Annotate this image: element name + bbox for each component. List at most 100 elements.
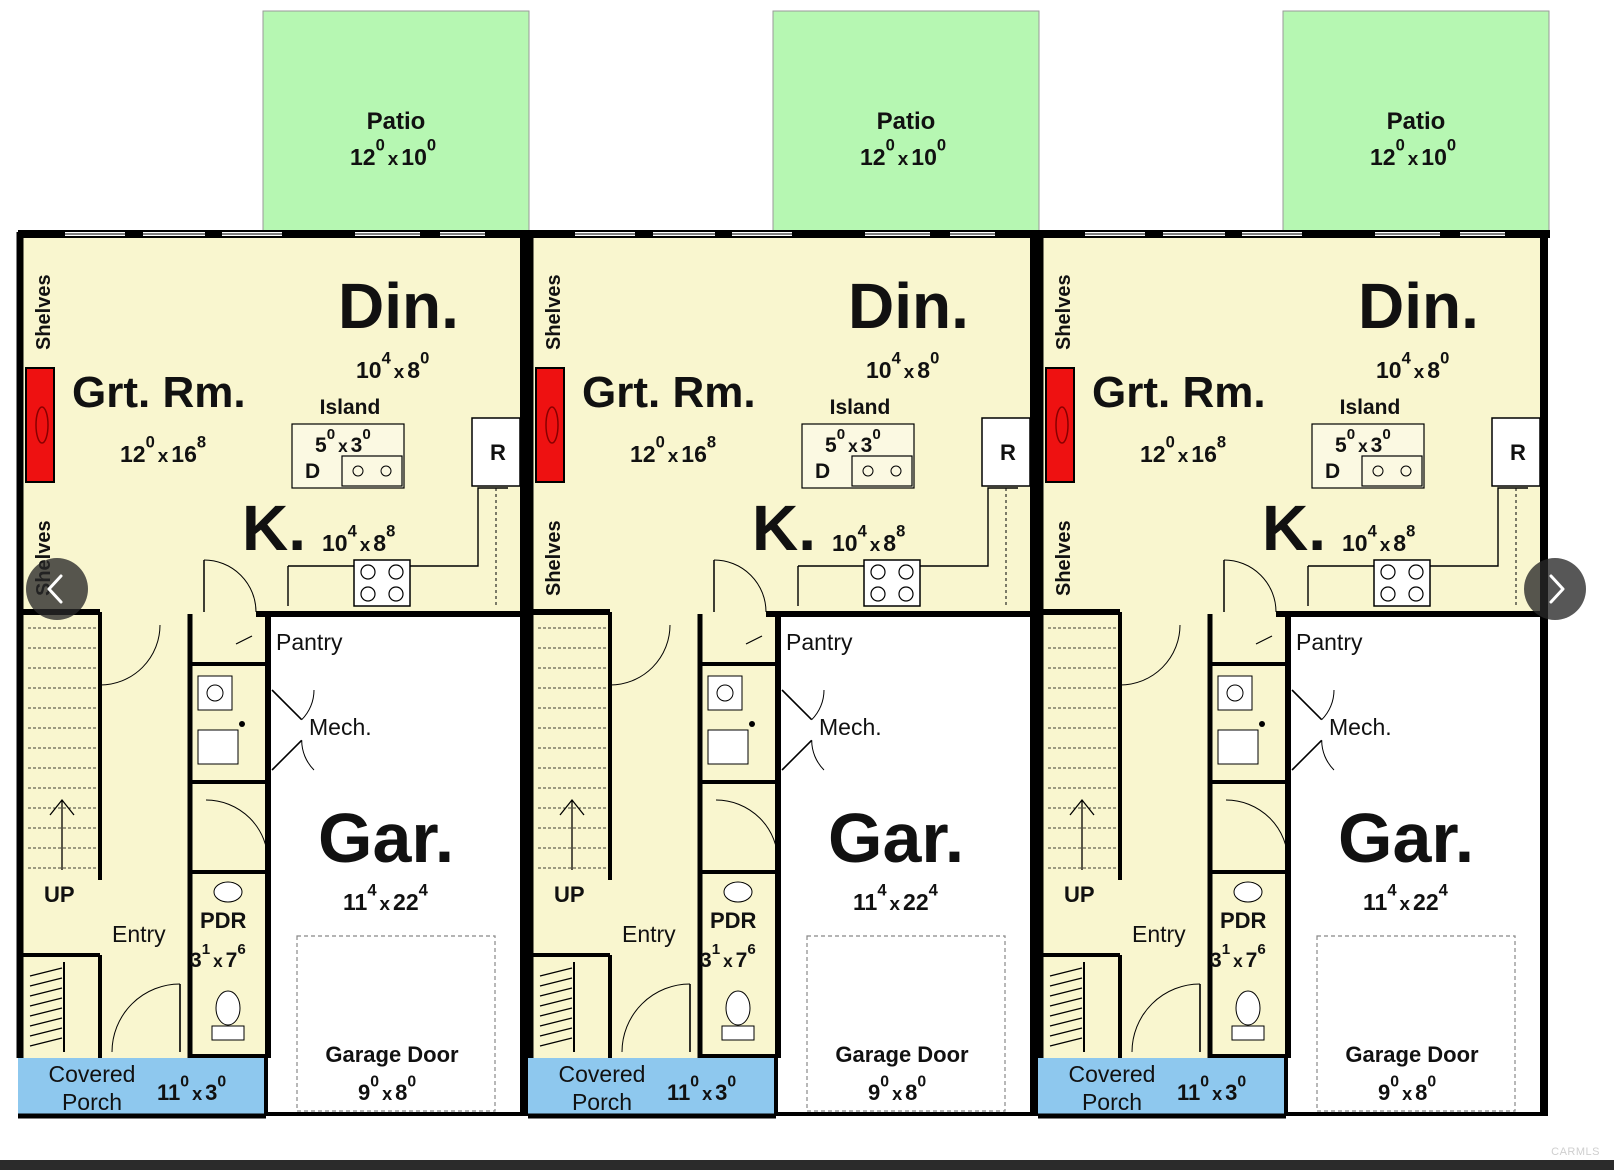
next-image-button[interactable] <box>1524 558 1586 620</box>
pdr-sink <box>723 881 753 903</box>
shelves-lower-label: Shelves <box>543 520 565 596</box>
porch-dimensions-dim-w: 11 <box>667 1080 690 1105</box>
dining-dimensions-dim-h: 8 <box>917 357 930 383</box>
stair-door <box>99 624 161 686</box>
garage-door-outline <box>296 935 496 1112</box>
porch-label-line2: Porch <box>572 1089 632 1115</box>
water-heater-tank <box>1226 684 1244 702</box>
mech-door-1 <box>271 689 315 721</box>
island-sink <box>1361 455 1423 487</box>
mech-dot <box>239 721 245 727</box>
patio-dimensions-dim-h-sup: 0 <box>937 136 946 155</box>
patio-dimensions-dim-h-sup: 0 <box>1447 136 1456 155</box>
patio-label: Patio <box>877 108 936 135</box>
mech-door-2 <box>781 739 825 771</box>
garage-door-label: Garage Door <box>1345 1042 1479 1067</box>
pdr-dimensions-dim-w: 3 <box>1210 949 1222 972</box>
sink-drain-1 <box>862 465 874 477</box>
closet-hanger <box>1049 1017 1083 1027</box>
pdr-dimensions-dim-h-sup: 6 <box>1257 941 1265 958</box>
patio-dimensions-dim-h: 10 <box>1421 144 1447 170</box>
pdr-dimensions-dim-h: 7 <box>1246 949 1258 972</box>
garage-door-dimensions-dim-w-sup: 0 <box>880 1073 889 1090</box>
pantry-label: Pantry <box>1296 629 1363 655</box>
patio <box>772 10 1040 232</box>
dining-dimensions-dim-w: 10 <box>1376 357 1402 383</box>
water-heater <box>1217 675 1253 711</box>
garage-door-dimensions-dim-h: 8 <box>395 1080 407 1105</box>
burner-3 <box>1380 586 1396 602</box>
porch-dimensions-dim-w: 11 <box>157 1080 180 1105</box>
island-dimensions-dim-h: 3 <box>1371 434 1383 457</box>
patio-label: Patio <box>367 108 426 135</box>
covered-porch <box>18 1058 266 1116</box>
kitchen-dimensions-dim-x: x <box>1380 534 1391 555</box>
kitchen-label: K. <box>242 492 306 564</box>
pdr-label: PDR <box>710 908 757 933</box>
closet-hanger <box>29 997 63 1007</box>
great-room-dimensions-dim-h: 16 <box>1191 441 1217 467</box>
garage-dimensions-dim-h: 22 <box>1413 889 1439 915</box>
pdr-label: PDR <box>200 908 247 933</box>
hall-door <box>1225 799 1289 863</box>
mech-door-2-leaf <box>781 739 813 771</box>
water-heater-tank <box>716 684 734 702</box>
covered-porch <box>1038 1058 1286 1116</box>
entry-door-swing <box>111 983 181 1053</box>
porch-label-line1: Covered <box>49 1061 136 1087</box>
closet-hanger <box>1049 1037 1083 1047</box>
island-label: Island <box>1340 396 1401 419</box>
refrigerator <box>981 417 1031 487</box>
mech-door-2-leaf <box>1291 739 1323 771</box>
mech-dot <box>1259 721 1265 727</box>
sink-drain-1 <box>352 465 364 477</box>
kitchen-dimensions-dim-x: x <box>360 534 371 555</box>
kitchen-dimensions-dim-h: 8 <box>883 530 896 556</box>
garage-door-dimensions-dim-h-sup: 0 <box>917 1073 926 1090</box>
garage-dimensions-dim-h-sup: 4 <box>419 881 429 900</box>
dining-dimensions-dim-w: 10 <box>356 357 382 383</box>
pdr-dimensions-dim-x: x <box>1233 951 1243 971</box>
garage-door-dimensions-dim-w: 9 <box>868 1080 880 1105</box>
dishwasher-label: D <box>815 460 830 483</box>
porch-dimensions-dim-w: 11 <box>1177 1080 1200 1105</box>
kitchen-label: K. <box>1262 492 1326 564</box>
hall-door <box>205 799 269 863</box>
hall-door <box>715 799 779 863</box>
garage-door-outline <box>806 935 1006 1112</box>
pdr-dimensions-dim-w-sup: 1 <box>202 941 210 958</box>
burner-2 <box>1408 564 1424 580</box>
dining-dimensions-dim-h-sup: 0 <box>1440 349 1449 368</box>
patio-dimensions-dim-w-sup: 0 <box>1396 136 1405 155</box>
range <box>863 559 921 607</box>
burner-2 <box>898 564 914 580</box>
garage-floor <box>1288 616 1544 1116</box>
burner-4 <box>898 586 914 602</box>
mech-door-1 <box>1291 689 1335 721</box>
stair-arrow-head <box>559 798 585 816</box>
water-heater-tank <box>206 684 224 702</box>
garage-dimensions-dim-x: x <box>380 893 391 914</box>
stairs-up-label: UP <box>554 882 585 907</box>
garage-floor <box>268 616 524 1116</box>
garage-door-dimensions-dim-x: x <box>1402 1084 1412 1104</box>
sink-drain-2 <box>890 465 902 477</box>
porch-dimensions-dim-x: x <box>1212 1084 1222 1104</box>
closet-hanger <box>29 1037 63 1047</box>
chevron-right-icon <box>1549 574 1565 604</box>
previous-image-button[interactable] <box>26 558 88 620</box>
stairs-up-label: UP <box>44 882 75 907</box>
fireplace <box>1045 367 1075 483</box>
patio-dimensions-dim-w: 12 <box>350 144 376 170</box>
mech-door-1-leaf <box>781 689 813 721</box>
pantry-arrow <box>745 635 763 645</box>
dining-dimensions-dim-h: 8 <box>407 357 420 383</box>
